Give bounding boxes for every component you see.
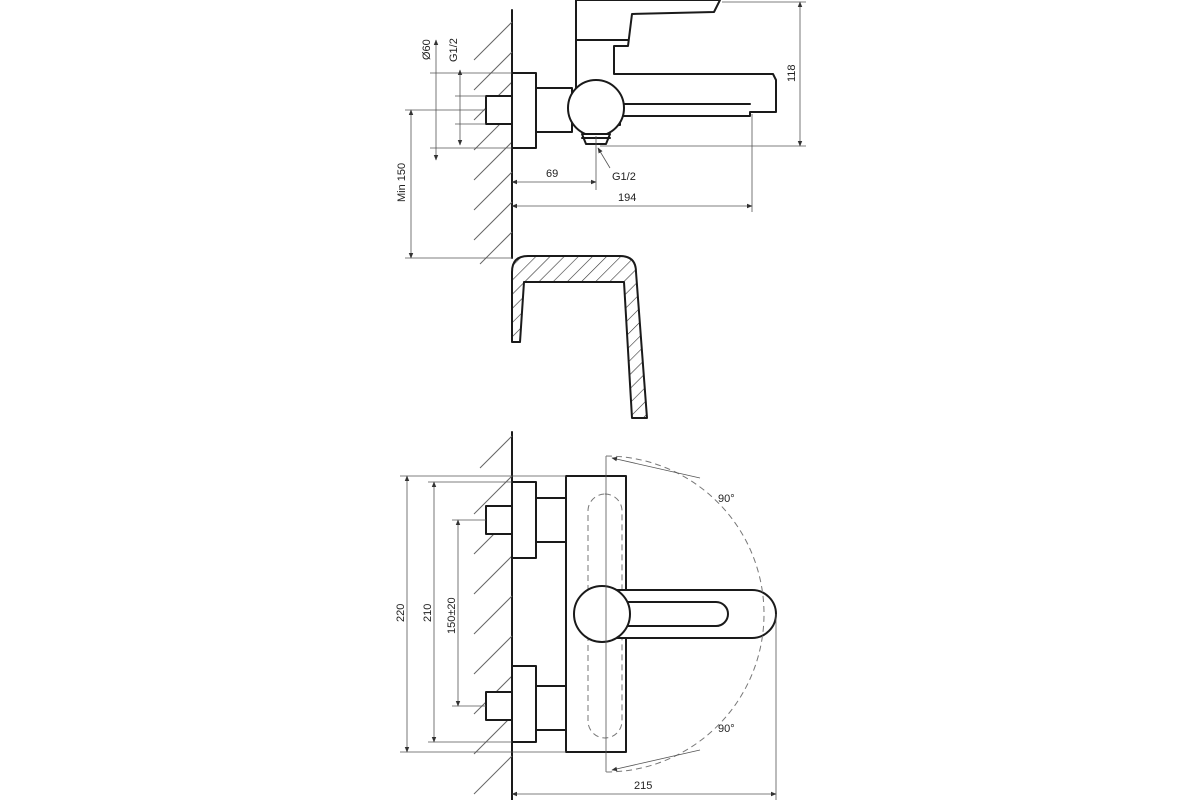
handle-section [511, 255, 648, 419]
inlet-thread-label: G1/2 [448, 38, 460, 62]
dim-depth [511, 114, 753, 212]
connector-neck [535, 87, 573, 133]
dim-diameter [430, 39, 512, 161]
offset-label: 69 [546, 168, 558, 180]
dim-inlet-thread [455, 69, 486, 146]
overall-width-label: 220 [395, 604, 407, 622]
cartridge-cap [573, 585, 631, 643]
rotation-upper-label: 90° [718, 493, 735, 505]
dim-projection [511, 614, 777, 800]
depth-label: 194 [618, 192, 636, 204]
dim-inlet-spacing [452, 519, 486, 707]
wall-lower [473, 431, 513, 800]
projection-label: 215 [634, 780, 652, 792]
inlet-spacing-label: 150±20 [446, 597, 458, 634]
wall-flange [511, 72, 537, 149]
wall-upper [473, 9, 513, 265]
inlet-pipe [485, 95, 513, 125]
rotation-arc [605, 455, 765, 773]
dim-min-height [405, 109, 512, 259]
rotation-lower-label: 90° [718, 723, 735, 735]
dim-height [600, 1, 806, 147]
dim-body-width [428, 481, 512, 743]
lower-flange [511, 665, 537, 743]
upper-neck [535, 497, 567, 543]
upper-flange [511, 481, 537, 559]
outlet-leader [597, 147, 611, 169]
upper-inlet-pipe [485, 505, 513, 535]
side-view: Ø60 G1/2 Min 150 118 69 G1/2 [396, 0, 806, 419]
lower-inlet-pipe [485, 691, 513, 721]
top-view: 90° 90° 220 210 150±20 215 [395, 431, 777, 800]
lower-neck [535, 685, 567, 731]
mixer-body [575, 0, 777, 126]
dim-overall-width [400, 475, 566, 753]
body-width-label: 210 [422, 604, 434, 622]
outlet-thread-label: G1/2 [612, 171, 636, 183]
height-label: 118 [786, 64, 798, 82]
lever-slot [625, 601, 729, 627]
dim-offset [511, 136, 597, 190]
min-height-label: Min 150 [396, 163, 408, 202]
diameter-label: Ø60 [421, 39, 433, 60]
diverter-knob [567, 79, 625, 137]
